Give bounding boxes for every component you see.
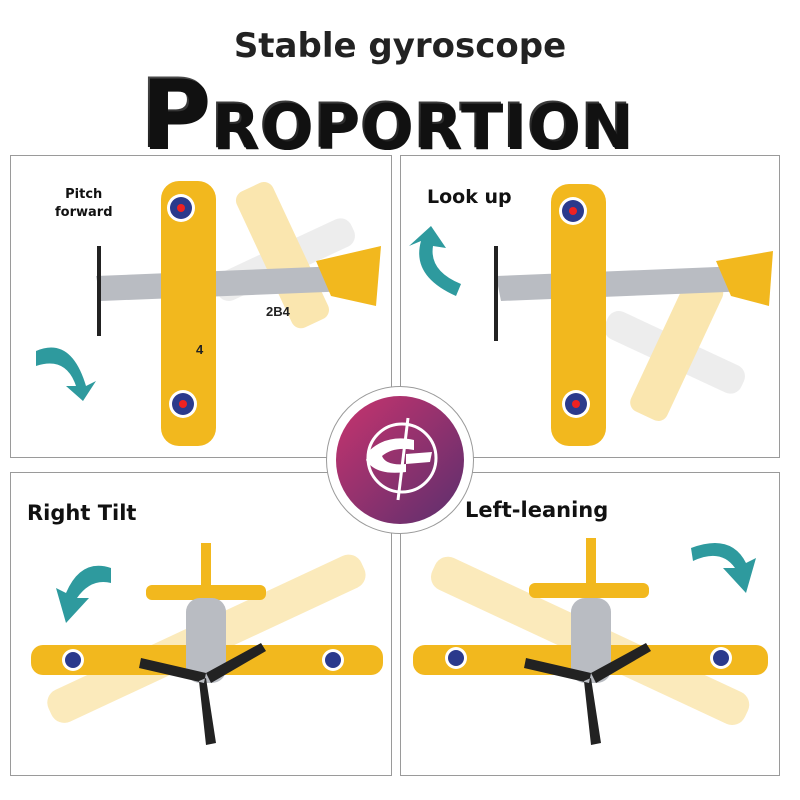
wing-number: 4 [196,342,204,357]
panel-label: forward [55,205,113,220]
panel-label: Pitch [65,187,103,202]
panel-pitch-forward: 2B4 4 Pitch forward [10,155,392,458]
rotate-arrow-icon [409,226,461,296]
title-initial: P [139,58,211,170]
tail-code: 2B4 [266,304,291,319]
plane-side-image [409,184,773,446]
panel-label: Right Tilt [27,501,137,525]
plane-front-image [413,538,768,745]
plane-front-image [31,543,383,745]
page-title: PROPORTION [0,58,772,170]
panel-left-leaning: Left-leaning [400,472,780,776]
title-rest: ROPORTION [210,89,633,162]
subtitle: Stable gyroscope [233,26,567,66]
plane-side-image: 2B4 4 [36,181,381,446]
rotate-arrow-icon [691,543,756,593]
panel-label: Look up [427,186,512,208]
gyroscope-icon [336,396,464,524]
panel-right-tilt: Right Tilt [10,472,392,776]
rotate-arrow-icon [36,347,96,401]
rotate-arrow-icon [56,565,111,623]
panel-label: Left-leaning [465,498,609,522]
panel-look-up: Look up [400,155,780,458]
